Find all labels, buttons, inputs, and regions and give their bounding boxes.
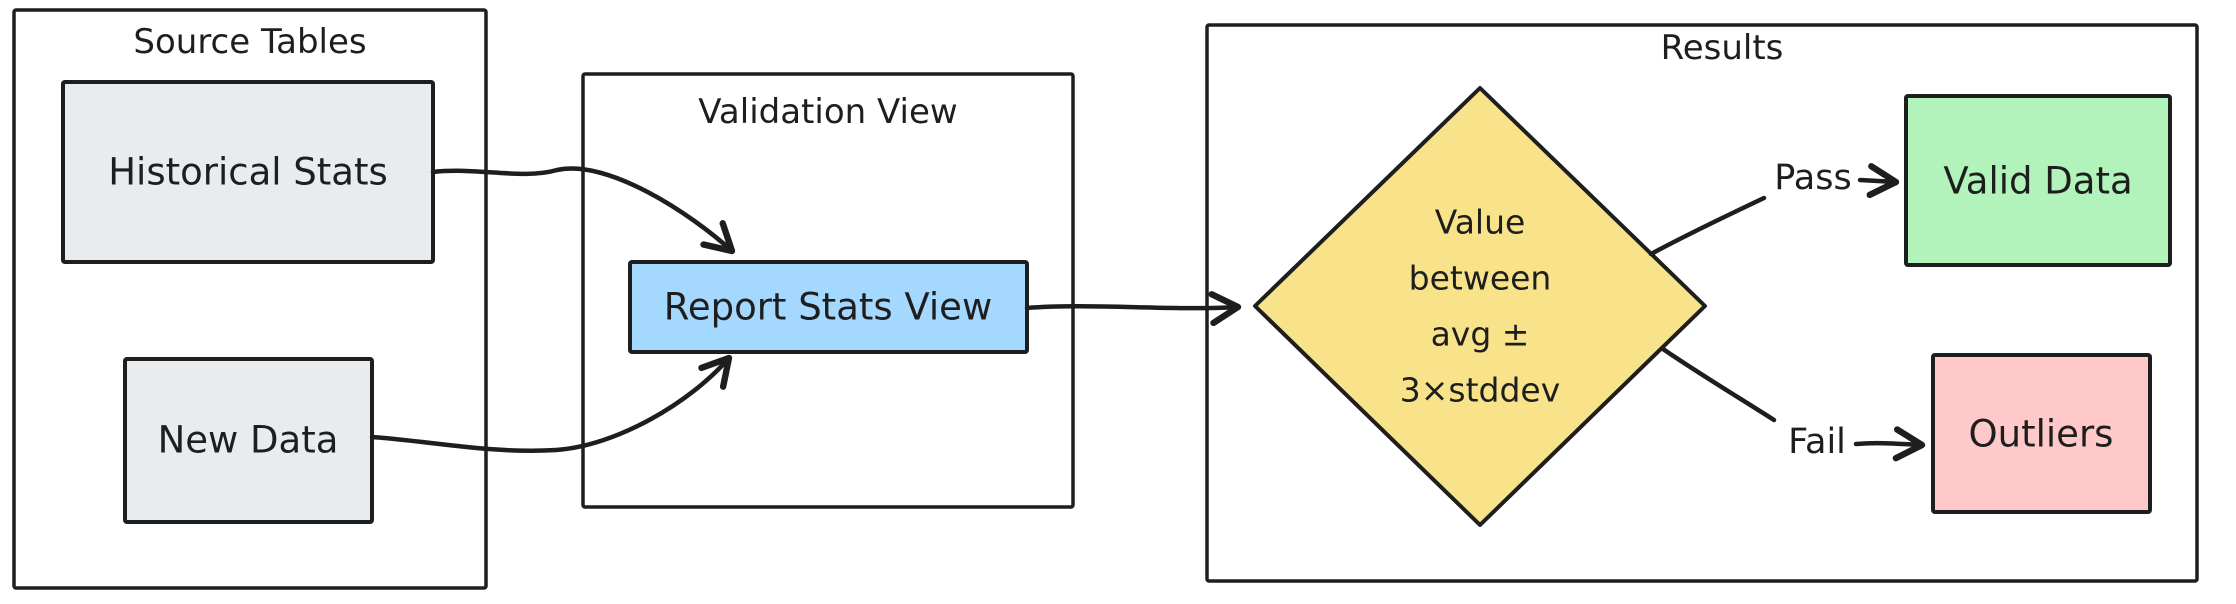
edge-pass-to-valid — [1857, 163, 1900, 199]
report-stats-view-label: Report Stats View — [664, 286, 992, 329]
pass-label: Pass — [1774, 158, 1851, 198]
results-title: Results — [1661, 28, 1784, 68]
source-tables-frame — [12, 8, 488, 590]
results-container: Results Value between avg ± 3×stddev Val… — [1205, 23, 2199, 583]
decision-line-1: Value — [1435, 203, 1526, 242]
decision-diamond — [1253, 86, 1707, 527]
decision-line-4: 3×stddev — [1400, 371, 1561, 410]
outliers-node: Outliers — [1931, 353, 2152, 514]
edge-decision-to-fail — [1660, 346, 1777, 423]
edge-fail-to-outliers — [1853, 426, 1926, 462]
new-data-label: New Data — [158, 419, 339, 462]
fail-label: Fail — [1788, 422, 1846, 462]
validation-view-container: Validation View Report Stats View — [581, 72, 1075, 509]
validation-view-frame — [581, 72, 1075, 509]
edge-newdata-to-report — [369, 354, 733, 453]
outliers-box — [1931, 353, 2152, 514]
decision-line-2: between — [1409, 259, 1552, 298]
valid-data-node: Valid Data — [1904, 94, 2172, 267]
source-tables-container: Source Tables Historical Stats New Data — [12, 8, 488, 590]
historical-stats-label: Historical Stats — [108, 151, 388, 194]
edge-report-to-decision — [1024, 291, 1242, 327]
source-tables-title: Source Tables — [133, 22, 366, 62]
new-data-node: New Data — [123, 357, 374, 524]
edge-historical-to-report — [430, 166, 736, 255]
results-frame — [1205, 23, 2199, 583]
historical-stats-node: Historical Stats — [61, 80, 435, 264]
edges: Pass Fail — [369, 158, 1926, 462]
report-stats-view-node: Report Stats View — [628, 260, 1029, 354]
edge-decision-to-pass — [1648, 195, 1767, 257]
decision-line-3: avg ± — [1431, 315, 1530, 354]
valid-data-box — [1904, 94, 2172, 267]
valid-data-label: Valid Data — [1943, 160, 2132, 203]
new-data-box — [123, 357, 374, 524]
decision-diamond-node: Value between avg ± 3×stddev — [1253, 86, 1707, 527]
outliers-label: Outliers — [1969, 413, 2114, 456]
validation-view-title: Validation View — [698, 92, 957, 132]
